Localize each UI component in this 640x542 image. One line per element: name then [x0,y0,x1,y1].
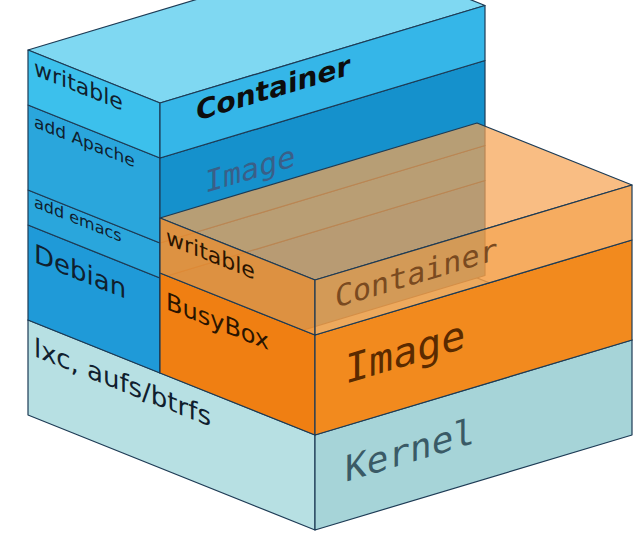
layer-tag: writable [34,57,123,115]
layer-tag: add Apache [34,113,135,170]
layer-tag: add emacs [34,194,122,245]
layer-tag: BusyBox [166,289,269,354]
base-image-layer: BusyBox Image [160,240,632,435]
layer-tag: Debian [34,240,126,303]
image-layer: add Apache Image [28,60,485,243]
layer-kind: Container [335,234,498,313]
layer-kind: Kernel [345,413,475,488]
layer-tag: writable [166,226,255,284]
layer-kind: Image [205,141,295,198]
layer-tag: lxc, aufs/btrfs [34,334,211,431]
kernel-layer: lxc, aufs/btrfsKernel [28,225,632,530]
layer-kind: Image [345,314,465,390]
layer-kind: Container [196,52,350,126]
container-layer: writable Container [160,185,632,335]
container-layer: writable Container [28,5,485,158]
orange-container-front-face [315,185,632,335]
